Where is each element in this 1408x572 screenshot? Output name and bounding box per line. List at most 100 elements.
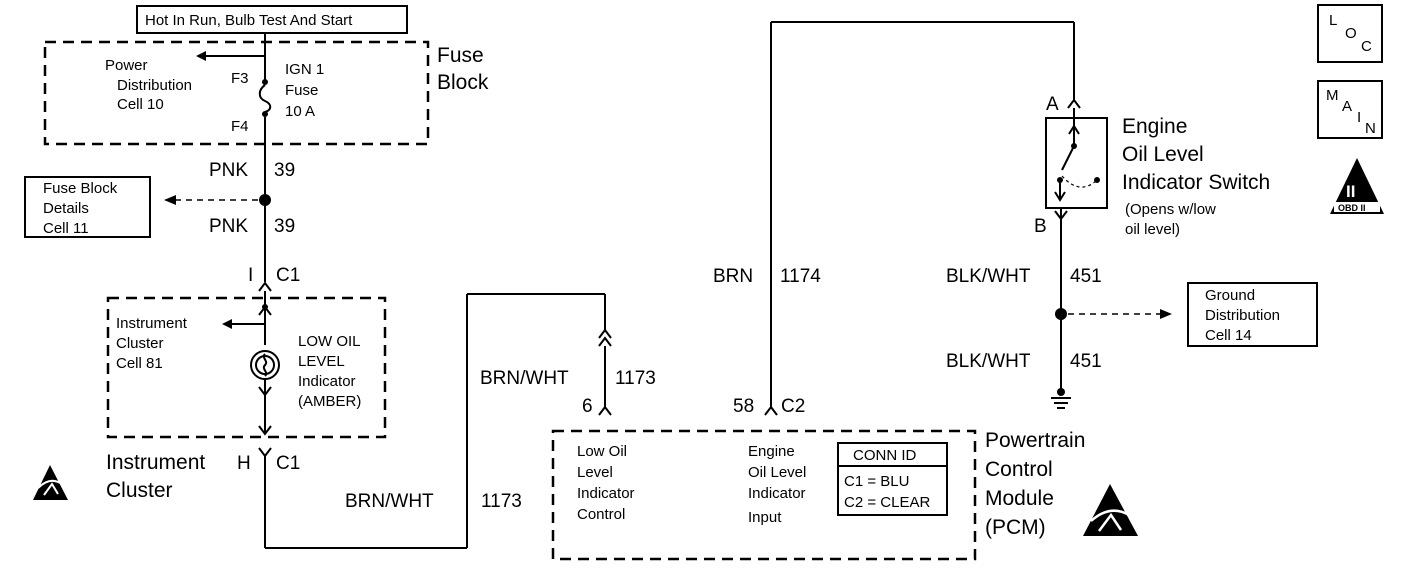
cluster-ref-2: Cluster — [116, 335, 164, 352]
wire-circuit-39-2: 39 — [274, 216, 295, 237]
loc-letter-o: O — [1345, 25, 1357, 42]
fuse-block-details-3: Cell 11 — [43, 220, 89, 237]
conn-id-c2: C2 = CLEAR — [844, 494, 930, 511]
main-letter-n: N — [1365, 120, 1376, 137]
wire-color-brnwht-1: BRN/WHT — [480, 368, 569, 389]
switch-box — [1045, 117, 1108, 209]
esd-sensitive-icon — [33, 465, 68, 500]
arrow-left-icon — [222, 319, 232, 329]
cluster-title-1: Instrument — [106, 451, 205, 474]
obd-numeral: II — [1346, 182, 1355, 201]
ground-distribution-3: Cell 14 — [1205, 327, 1252, 344]
pcm-title-4: (PCM) — [985, 516, 1046, 539]
wire-color-pnk-1: PNK — [209, 160, 248, 181]
fuse-block-title-2: Block — [437, 71, 489, 94]
connector-c2: C2 — [781, 396, 805, 417]
loc-letter-l: L — [1329, 12, 1337, 29]
wire-circuit-1173-2: 1173 — [481, 491, 522, 512]
conn-id-title: CONN ID — [853, 447, 917, 464]
ground-distribution-box — [1187, 282, 1318, 347]
fuse-icon — [258, 84, 272, 113]
connector-icon — [1067, 98, 1081, 109]
switch-title-1: Engine — [1122, 115, 1187, 138]
main-icon: M A I N — [1317, 80, 1383, 139]
lamp-label-3: Indicator — [298, 373, 356, 390]
connector-pin-i: I — [248, 265, 253, 286]
pcm-title-3: Module — [985, 487, 1054, 510]
conn-id-c1: C1 = BLU — [844, 473, 909, 490]
arrow-left-icon — [164, 195, 176, 205]
power-header-box — [136, 5, 408, 34]
cluster-ref-3: Cell 81 — [116, 355, 163, 372]
main-letter-i: I — [1357, 109, 1361, 126]
esd-sensitive-icon — [1083, 484, 1138, 536]
pcm-input1-1: Low Oil — [577, 443, 627, 460]
connector-icon — [258, 447, 272, 458]
fuse-label-2: Fuse — [285, 82, 318, 99]
pcm-input2-4: Input — [748, 509, 782, 526]
fuse-pin-top: F3 — [231, 70, 249, 87]
lamp-label-2: LEVEL — [298, 353, 345, 370]
pcm-title-1: Powertrain — [985, 429, 1085, 452]
connector-pin-6: 6 — [582, 396, 593, 417]
switch-title-3: Indicator Switch — [1122, 171, 1270, 194]
arrow-left-icon — [1160, 309, 1172, 319]
fuse-block-title-1: Fuse — [437, 44, 484, 67]
switch-note-1: (Opens w/low — [1125, 201, 1216, 218]
fuse-block-details-box — [24, 176, 151, 238]
connector-pin-h: H — [237, 453, 251, 474]
connector-c1-top: C1 — [276, 265, 300, 286]
main-letter-a: A — [1342, 98, 1352, 115]
wire-color-blkwht-1: BLK/WHT — [946, 266, 1031, 287]
wire-color-brn: BRN — [713, 266, 753, 287]
connector-c1-bottom: C1 — [276, 453, 300, 474]
connector-icon — [598, 405, 612, 416]
splice-node — [259, 194, 271, 206]
connector-icon — [764, 405, 778, 416]
switch-title-2: Oil Level — [1122, 143, 1204, 166]
ground-distribution-2: Distribution — [1205, 307, 1280, 324]
lamp-label-4: (AMBER) — [298, 393, 361, 410]
power-distribution-ref-3: Cell 10 — [117, 96, 164, 113]
fuse-pin-bottom: F4 — [231, 118, 249, 135]
ground-distribution-1: Ground — [1205, 287, 1255, 304]
pcm-input1-4: Control — [577, 506, 625, 523]
obd-label: OBD II — [1338, 203, 1366, 213]
wire-circuit-39-1: 39 — [274, 160, 295, 181]
fuse-label-3: 10 A — [285, 103, 315, 120]
wire-color-blkwht-2: BLK/WHT — [946, 351, 1031, 372]
connector-icon — [258, 281, 272, 292]
main-letter-m: M — [1326, 87, 1339, 104]
obd-ii-icon: II OBD II — [1330, 158, 1384, 214]
switch-note-2: oil level) — [1125, 221, 1180, 238]
wire-circuit-451-2: 451 — [1070, 351, 1102, 372]
fuse-block-details-1: Fuse Block — [43, 180, 118, 197]
cluster-title-2: Cluster — [106, 479, 173, 502]
fuse-block-details-2: Details — [43, 200, 89, 217]
pcm-input2-3: Indicator — [748, 485, 806, 502]
pcm-title-2: Control — [985, 458, 1053, 481]
wire-circuit-451-1: 451 — [1070, 266, 1102, 287]
wire-circuit-1174: 1174 — [780, 266, 821, 287]
fuse-block-outline — [43, 40, 430, 146]
power-distribution-ref-2: Distribution — [117, 77, 192, 94]
connector-pin-a: A — [1046, 94, 1059, 115]
pcm-input2-1: Engine — [748, 443, 795, 460]
pcm-outline — [551, 429, 977, 561]
switch-icon — [1054, 118, 1100, 202]
arrow-left-icon — [196, 51, 206, 61]
conn-id-box — [837, 442, 948, 516]
cluster-ref-1: Instrument — [116, 315, 188, 332]
pcm-input2-2: Oil Level — [748, 464, 806, 481]
power-header-text: Hot In Run, Bulb Test And Start — [145, 12, 353, 29]
pcm-input1-2: Level — [577, 464, 613, 481]
wire-color-brnwht-2: BRN/WHT — [345, 491, 434, 512]
fuse-label-1: IGN 1 — [285, 61, 324, 78]
wire-color-pnk-2: PNK — [209, 216, 248, 237]
splice-node — [1055, 308, 1067, 320]
instrument-cluster-outline — [106, 296, 387, 439]
lamp-label-1: LOW OIL — [298, 333, 361, 350]
wire-circuit-1173-1: 1173 — [615, 368, 656, 389]
